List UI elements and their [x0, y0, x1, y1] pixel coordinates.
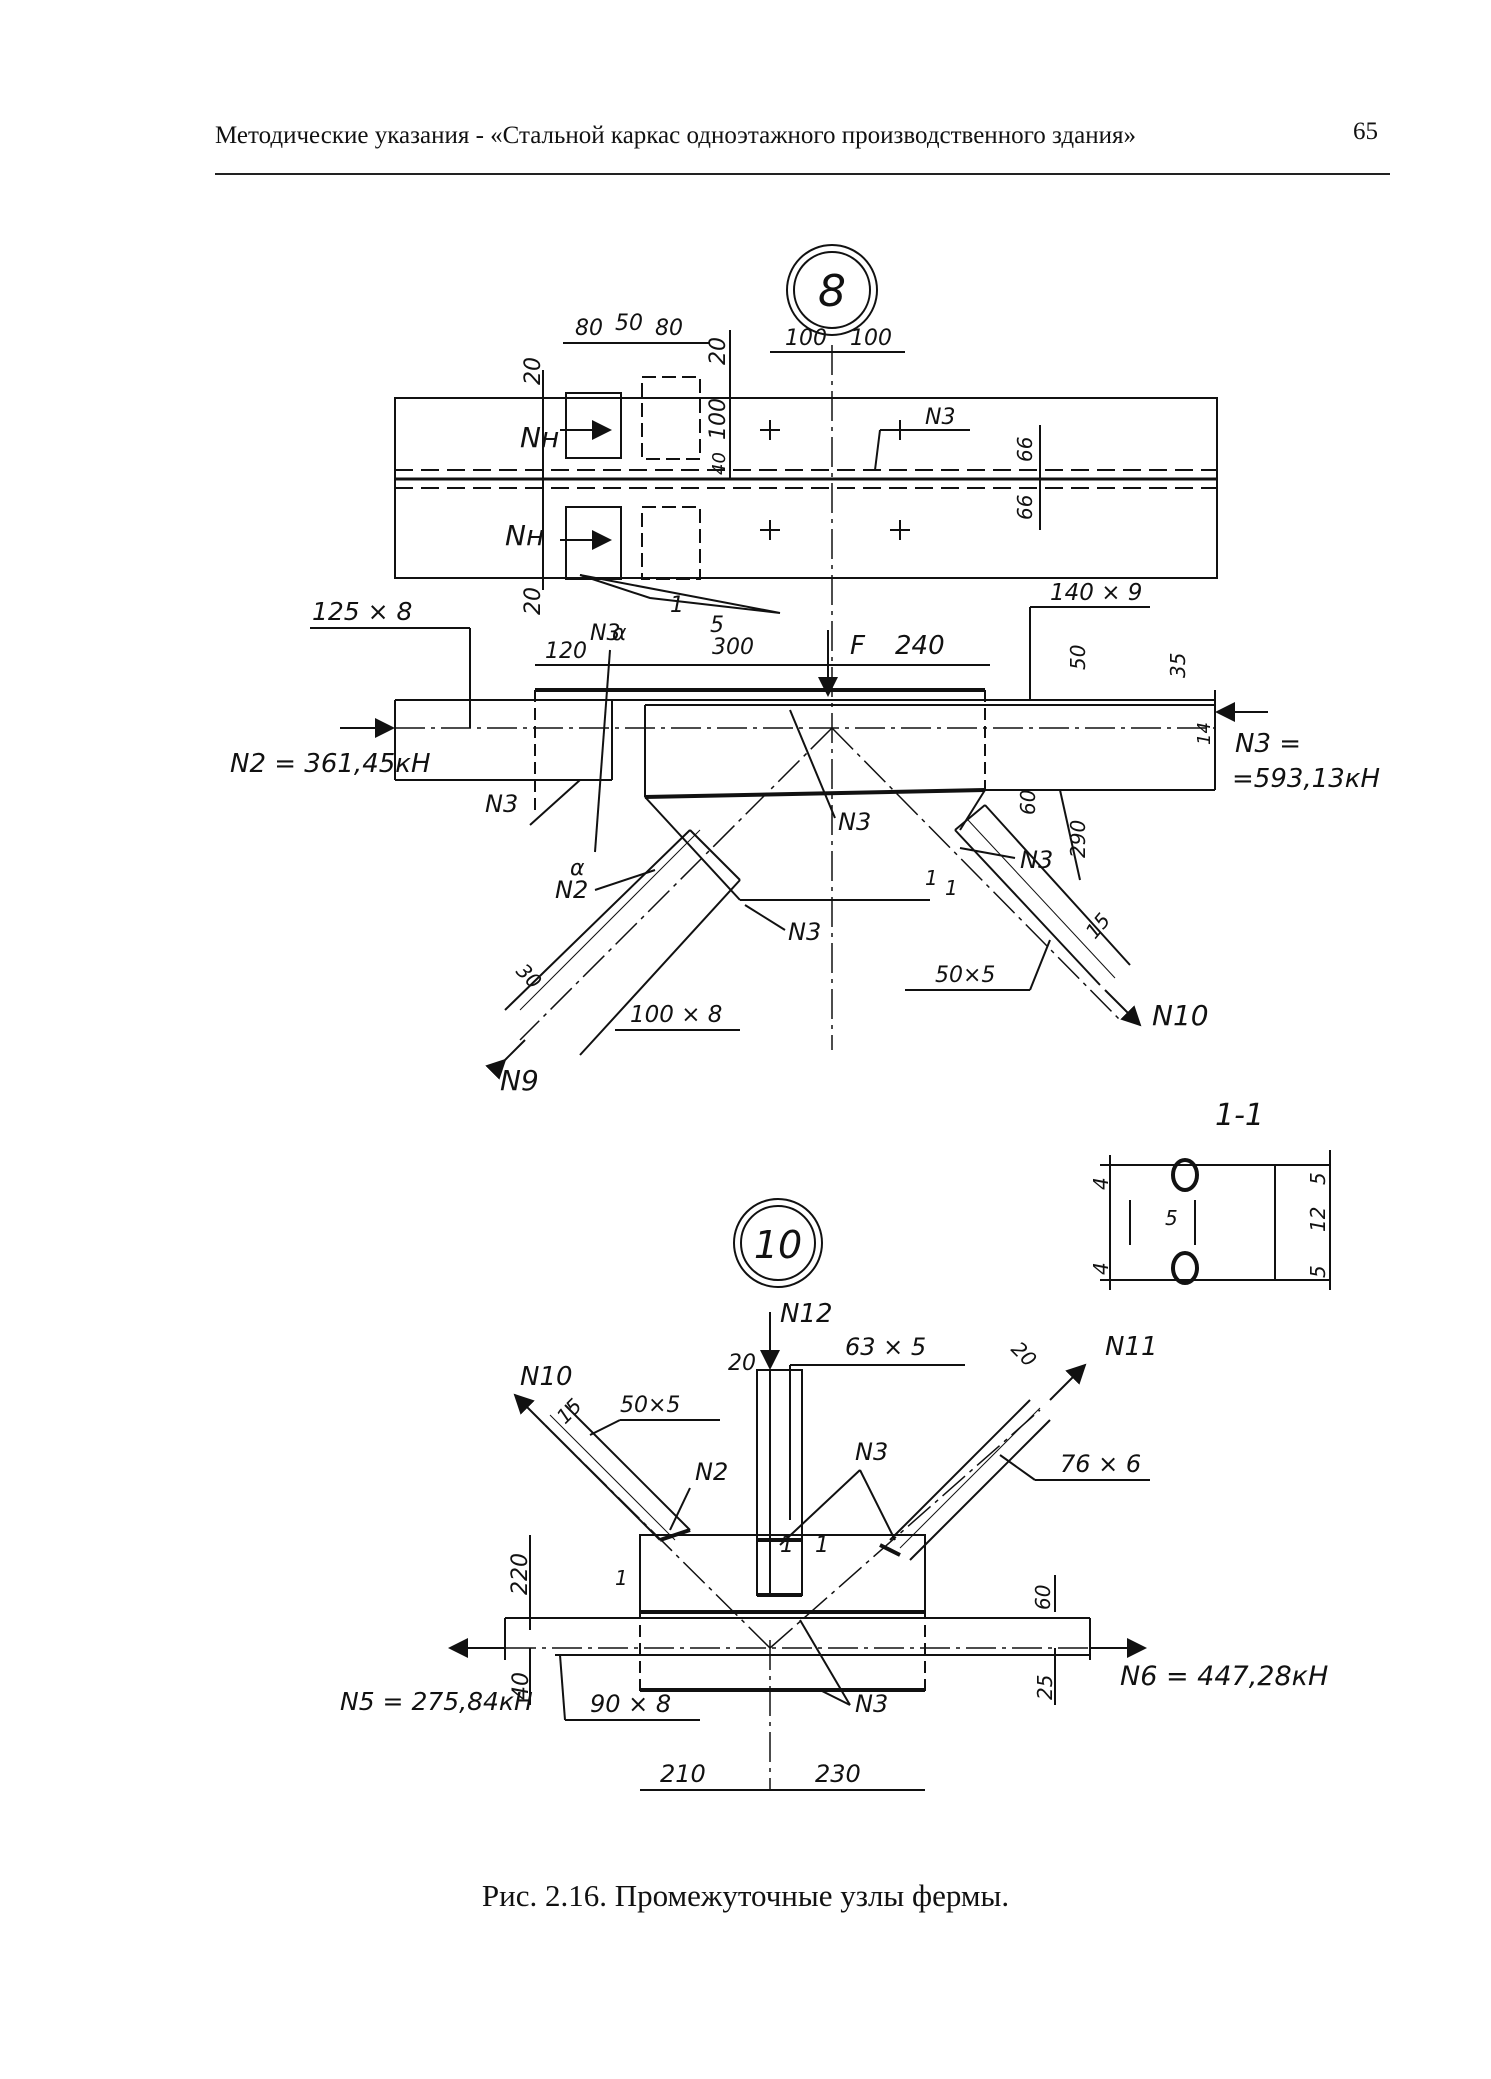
dim-100-left: 100 — [706, 398, 731, 440]
sec1-mark-c: 1 — [615, 1566, 628, 1590]
dim-20-left-top: 20 — [521, 357, 546, 385]
sec-dim-4a: 4 — [1089, 1177, 1113, 1190]
weld-n2-node10: N2 — [695, 1458, 728, 1486]
profile-63x5: 63 × 5 — [845, 1333, 926, 1361]
page-header: Методические указания - «Стальной каркас… — [215, 118, 1390, 175]
force-nh-top: Nн — [520, 421, 559, 454]
dim-20-left-bottom: 20 — [521, 587, 546, 615]
sec-dim-5-top: 5 — [1306, 1172, 1330, 1185]
dim-60: 60 — [1016, 790, 1040, 815]
page-number: 65 — [1353, 118, 1378, 145]
dim-40: 40 — [709, 452, 730, 475]
weld-n3-elev-a: N3 — [590, 621, 620, 646]
node-10-elevation: 210 230 220 60 40 25 20 15 20 1 1 1 63 ×… — [340, 1299, 1328, 1791]
force-n2: N2 = 361,45кН — [230, 749, 431, 779]
sec1-mark-b: 1 — [815, 1533, 829, 1558]
force-n10-node10: N10 — [520, 1362, 573, 1392]
node-8-number: 8 — [818, 266, 846, 317]
sec-dim-5-bottom: 5 — [1306, 1265, 1330, 1278]
node-10-number: 10 — [754, 1223, 802, 1267]
dim-66b: 66 — [1013, 495, 1037, 520]
slope-rise: 1 — [670, 593, 684, 618]
section-mark-a-top: α — [612, 621, 627, 646]
profile-100x8: 100 × 8 — [630, 1002, 722, 1028]
weld-n3-elev-d: N3 — [788, 918, 821, 946]
section-1-1: 1-1 4 4 5 5 12 5 — [1089, 1098, 1331, 1290]
dim-100b: 100 — [850, 326, 892, 351]
section-1-mark-a: 1 — [945, 876, 958, 900]
node-8-marker: 8 — [786, 244, 878, 336]
load-f: F — [850, 631, 866, 661]
sec-dim-12: 12 — [1306, 1207, 1330, 1232]
weld-n3-plan: N3 — [925, 405, 955, 430]
section-1-1-title: 1-1 — [1215, 1098, 1264, 1133]
profile-76x6: 76 × 6 — [1060, 1450, 1141, 1478]
dim-300: 300 — [712, 635, 754, 660]
figure-caption: Рис. 2.16. Промежуточные узлы фермы. — [481, 1878, 1010, 1913]
dim-220: 220 — [508, 1553, 533, 1595]
dim-60-node10: 60 — [1031, 1585, 1055, 1610]
weld-n2-elev: N2 — [555, 876, 588, 904]
force-n5: N5 = 275,84кН — [340, 1687, 533, 1716]
force-n3-a: N3 = — [1235, 729, 1301, 759]
dim-230: 230 — [815, 1760, 861, 1788]
profile-50x5: 50×5 — [935, 963, 995, 988]
force-n3-b: =593,13кН — [1232, 764, 1380, 794]
dim-80b: 80 — [655, 316, 683, 341]
force-n9: N9 — [500, 1064, 539, 1097]
weld-n3-elev-e: N3 — [1020, 846, 1053, 874]
force-n11: N11 — [1105, 1332, 1158, 1362]
dim-66a: 66 — [1013, 437, 1037, 462]
weld-n3-node10-bottom: N3 — [855, 1690, 888, 1718]
weld-n3-elev-c: N3 — [838, 808, 871, 836]
weld-n3-elev-b: N3 — [485, 790, 518, 818]
profile-50x5-node10: 50×5 — [620, 1393, 680, 1418]
dim-20-vertical: 20 — [728, 1351, 756, 1376]
profile-140x9: 140 × 9 — [1050, 580, 1142, 606]
header-title: Методические указания - «Стальной каркас… — [215, 122, 1136, 149]
force-n10: N10 — [1152, 999, 1209, 1032]
dim-40-node10: 40 — [509, 1672, 534, 1700]
dim-50-right: 50 — [1066, 645, 1090, 670]
dim-35: 35 — [1166, 653, 1190, 678]
sec-dim-5-inner: 5 — [1165, 1206, 1178, 1230]
dim-240: 240 — [895, 631, 945, 661]
dim-15: 15 — [1080, 908, 1115, 943]
node-10-marker: 10 — [733, 1198, 823, 1288]
profile-90x8: 90 × 8 — [590, 1690, 671, 1718]
dim-15-node10: 15 — [552, 1394, 587, 1429]
force-n12: N12 — [780, 1299, 833, 1329]
section-1-mark-b: 1 — [925, 866, 938, 890]
slope-run: 5 — [710, 613, 724, 638]
dim-20-diag: 20 — [1006, 1337, 1041, 1372]
dim-80a: 80 — [575, 316, 603, 341]
section-mark-a-bottom: α — [570, 856, 585, 881]
force-nh-bottom: Nн — [505, 519, 544, 552]
dim-100a: 100 — [785, 326, 827, 351]
force-n6: N6 = 447,28кН — [1120, 1661, 1328, 1692]
node-8-elevation: 120 300 F 240 50 35 14 60 290 15 α α 125… — [230, 580, 1380, 1097]
dim-50: 50 — [615, 311, 643, 336]
dim-120: 120 — [545, 639, 587, 664]
weld-n3-node10-top: N3 — [855, 1438, 888, 1466]
profile-125x8: 125 × 8 — [312, 597, 412, 626]
dim-210: 210 — [660, 1760, 706, 1788]
sec1-mark-a: 1 — [780, 1533, 794, 1558]
dim-290: 290 — [1066, 820, 1090, 858]
dim-20-top: 20 — [706, 337, 731, 365]
dim-25: 25 — [1033, 1675, 1057, 1700]
node-8-plan-view: Nн Nн 1 5 80 50 80 100 100 20 100 40 20 … — [394, 311, 1218, 1050]
sec-dim-4b: 4 — [1089, 1262, 1113, 1275]
dim-14: 14 — [1194, 722, 1215, 745]
